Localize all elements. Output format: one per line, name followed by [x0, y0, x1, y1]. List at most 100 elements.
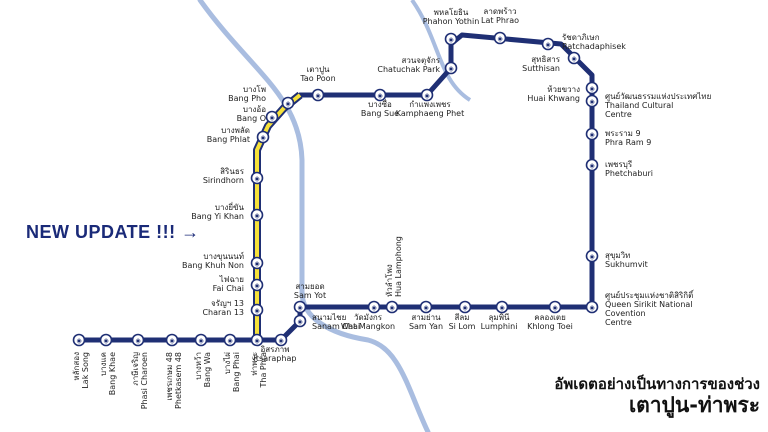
river-branch	[410, 0, 472, 102]
station-name-th: บางแค	[99, 352, 108, 376]
station-marker	[311, 88, 325, 102]
station-name-th: ภาษีเจริญ	[131, 352, 140, 386]
station-name-th: วัดมังกร	[354, 313, 383, 322]
metro-train-icon: ◉	[448, 66, 453, 73]
station-name-th: ห้วยขวาง	[547, 85, 580, 94]
metro-train-icon: ◉	[198, 338, 203, 345]
station-label: บางแคBang Khae	[99, 352, 117, 395]
station-marker	[165, 333, 179, 347]
metro-train-icon: ◉	[497, 36, 502, 43]
metro-train-icon: ◉	[254, 213, 259, 220]
station-marker	[250, 303, 264, 317]
metro-train-icon: ◉	[254, 308, 259, 315]
station-name-th: สีลม	[454, 313, 469, 322]
station-name-th: สนามไชย	[312, 313, 346, 322]
metro-train-icon: ◉	[371, 305, 376, 312]
metro-train-icon: ◉	[545, 42, 550, 49]
station-marker	[548, 300, 562, 314]
station-12: ◉หัวลำโพงHua Lamphong	[384, 236, 403, 314]
metro-train-icon: ◉	[278, 338, 283, 345]
metro-train-icon: ◉	[297, 319, 302, 326]
station-marker	[458, 300, 472, 314]
station-label: บางขุนนนท์Bang Khuh Non	[182, 251, 244, 270]
station-marker	[131, 333, 145, 347]
metro-train-icon: ◉	[315, 93, 320, 100]
station-marker	[281, 96, 295, 110]
station-name-en: Si Lom	[449, 322, 476, 331]
station-marker	[585, 158, 599, 172]
station-name-th: ลุมพินี	[489, 313, 510, 322]
metro-train-icon: ◉	[589, 305, 594, 312]
station-name-th: อิสรภาพ	[260, 345, 289, 354]
station-marker	[265, 110, 279, 124]
station-label: เพชรบุรีPhetchaburi	[605, 160, 653, 178]
metro-train-icon: ◉	[297, 305, 302, 312]
metro-train-icon: ◉	[269, 115, 274, 122]
station-name-th: ลาดพร้าว	[483, 7, 516, 16]
metro-train-icon: ◉	[377, 93, 382, 100]
caption-line-1: อัพเดตอย่างเป็นทางการของช่วง	[554, 375, 760, 393]
metro-train-icon: ◉	[462, 305, 467, 312]
station-marker	[250, 333, 264, 347]
station-marker	[274, 333, 288, 347]
station-label: หัวลำโพงHua Lamphong	[384, 236, 403, 297]
station-name-th: รัชดาภิเษก	[562, 33, 600, 42]
station-marker	[444, 32, 458, 46]
station-name-en: Queen Sirikit National	[605, 300, 693, 309]
station-name-en: Sirindhorn	[203, 176, 244, 185]
station-name-en: Huai Khwang	[527, 94, 580, 103]
station-name-th: สุขุมวิท	[605, 251, 630, 260]
station-name-en: Hua Lamphong	[394, 236, 403, 297]
station-name-th: สามย่าน	[411, 313, 441, 322]
station-1: ◉หลักสองLak Song	[72, 333, 90, 389]
metro-train-icon: ◉	[260, 135, 265, 142]
station-name-en: Bang Wa	[203, 352, 212, 387]
station-marker	[585, 81, 599, 95]
station-marker	[385, 300, 399, 314]
station-label: ท่าพระTha Phra	[250, 352, 268, 389]
station-marker	[373, 88, 387, 102]
station-marker	[250, 278, 264, 292]
station-name-th: สุทธิสาร	[531, 55, 560, 64]
station-name-th: บางไผ่	[223, 352, 232, 375]
station-marker	[585, 249, 599, 263]
station-name-en: Itsaraphap	[254, 354, 297, 363]
metro-train-icon: ◉	[589, 254, 594, 261]
station-marker	[419, 300, 433, 314]
station-marker	[293, 314, 307, 328]
map-caption: อัพเดตอย่างเป็นทางการของช่วง เตาปูน-ท่าพ…	[554, 375, 760, 417]
station-marker	[256, 130, 270, 144]
station-marker	[367, 300, 381, 314]
station-2: ◉บางแคBang Khae	[99, 333, 117, 395]
station-name-th: สวนจตุจักร	[401, 56, 440, 65]
station-marker	[250, 171, 264, 185]
station-name-en: Wat Mangkon	[341, 322, 395, 331]
metro-train-icon: ◉	[589, 99, 594, 106]
station-name-th: หลักสอง	[72, 352, 81, 381]
station-name-en: Chatuchak Park	[377, 65, 440, 74]
station-marker	[250, 256, 264, 270]
station-15: ◉ลุมพินีLumphini	[481, 300, 517, 331]
metro-train-icon: ◉	[254, 261, 259, 268]
station-marker	[194, 333, 208, 347]
station-name-en: Bang O	[237, 114, 266, 123]
station-marker	[250, 208, 264, 222]
stations: ◉หลักสองLak Song◉บางแคBang Khae◉ภาษีเจริ…	[72, 7, 711, 409]
station-marker	[585, 127, 599, 141]
station-name-en: Phra Ram 9	[605, 138, 651, 147]
